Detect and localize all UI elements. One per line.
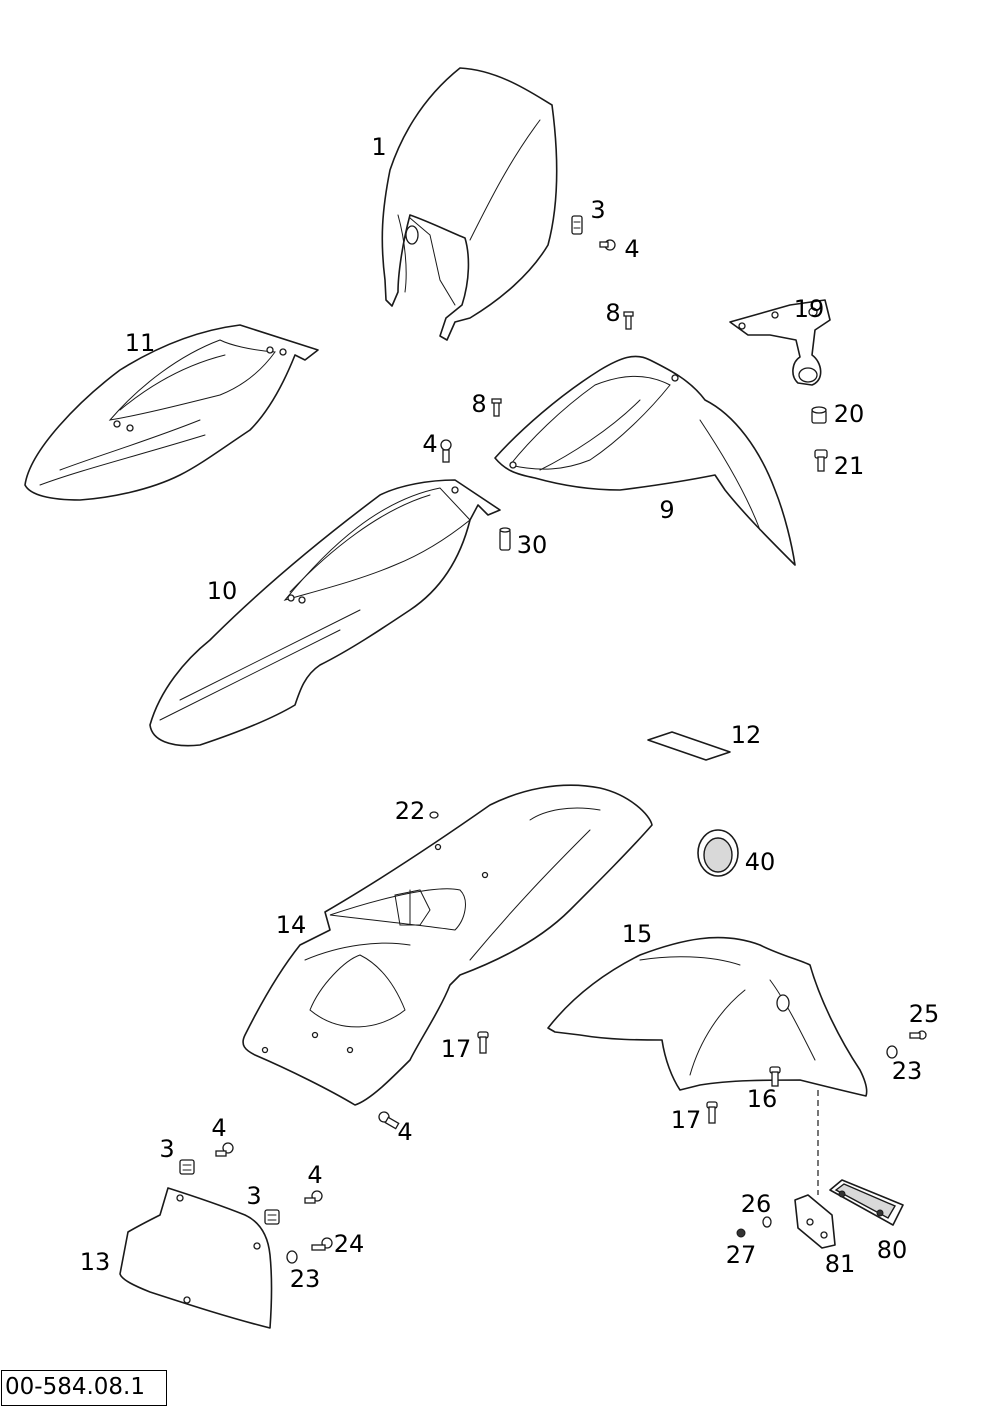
- part-10-side-cover: [149, 479, 501, 747]
- part-4-screw-mid: [440, 439, 452, 463]
- part-11-side-panel: [24, 324, 319, 501]
- part-4-screw-a: [215, 1142, 234, 1157]
- part-20-bushing: [811, 406, 827, 424]
- part-3-speed-nut-b: [264, 1209, 280, 1225]
- callout-3: 3: [159, 1135, 174, 1163]
- callout-20: 20: [834, 400, 865, 428]
- callout-10: 10: [207, 577, 238, 605]
- callout-16: 16: [747, 1085, 778, 1113]
- callout-25: 25: [909, 1000, 940, 1028]
- callout-4: 4: [624, 235, 639, 263]
- callout-81: 81: [825, 1250, 856, 1278]
- part-16-screw: [769, 1066, 781, 1087]
- part-22-clip: [429, 811, 439, 819]
- part-81-plate: [794, 1194, 836, 1249]
- part-40-cap: [697, 829, 739, 877]
- callout-21: 21: [834, 452, 865, 480]
- part-9-front-fender: [494, 355, 796, 566]
- callout-26: 26: [741, 1190, 772, 1218]
- part-4-screw-top: [599, 239, 616, 251]
- part-15-tail-section: [547, 936, 868, 1097]
- callout-12: 12: [731, 721, 762, 749]
- part-19-bracket: [729, 299, 831, 386]
- part-80-reflector: [829, 1179, 904, 1226]
- callout-40: 40: [745, 848, 776, 876]
- part-30-spacer: [499, 527, 511, 551]
- part-4-screw-b: [304, 1190, 323, 1204]
- callout-8: 8: [605, 299, 620, 327]
- callout-24: 24: [334, 1230, 365, 1258]
- part-17-screw-right: [706, 1101, 718, 1124]
- part-23-washer-lower: [286, 1250, 298, 1264]
- part-1-headlight-mask: [381, 67, 558, 341]
- callout-3: 3: [590, 196, 605, 224]
- part-27-nut: [736, 1228, 746, 1238]
- part-21-screw: [814, 449, 828, 472]
- drawing-number-label: 00-584.08.1: [1, 1370, 167, 1406]
- part-3-speed-nut-a: [179, 1159, 195, 1175]
- part-26-washer: [762, 1216, 772, 1228]
- callout-23: 23: [290, 1265, 321, 1293]
- callout-14: 14: [276, 911, 307, 939]
- part-13-plate: [119, 1187, 273, 1329]
- callout-4: 4: [211, 1114, 226, 1142]
- callout-27: 27: [726, 1241, 757, 1269]
- callouts: 1 3 4 4 8 8 19 11 20 21 9 30 10 12 22 40…: [80, 133, 940, 1293]
- callout-4: 4: [307, 1161, 322, 1189]
- callout-17: 17: [441, 1035, 472, 1063]
- callout-13: 13: [80, 1248, 111, 1276]
- callout-1: 1: [371, 133, 386, 161]
- part-4-screw-lower: [378, 1111, 400, 1130]
- part-25-screw: [909, 1030, 927, 1040]
- part-8-screw-b: [491, 398, 502, 417]
- part-23-washer-right: [886, 1045, 898, 1059]
- callout-3: 3: [246, 1182, 261, 1210]
- callout-15: 15: [622, 920, 653, 948]
- callout-4: 4: [422, 430, 437, 458]
- part-14-rear-fender: [242, 784, 653, 1106]
- callout-22: 22: [395, 797, 426, 825]
- callout-19: 19: [794, 295, 825, 323]
- callout-11: 11: [125, 329, 156, 357]
- callout-80: 80: [877, 1236, 908, 1264]
- part-12-pad: [647, 731, 731, 761]
- callout-8: 8: [471, 390, 486, 418]
- callout-23: 23: [892, 1057, 923, 1085]
- callout-9: 9: [659, 496, 674, 524]
- callout-30: 30: [517, 531, 548, 559]
- part-17-screw-left: [477, 1031, 489, 1054]
- callout-4: 4: [397, 1118, 412, 1146]
- part-8-screw-a: [623, 311, 634, 330]
- callout-17: 17: [671, 1106, 702, 1134]
- part-24-screw: [311, 1237, 333, 1251]
- part-3-speed-nut-top: [571, 215, 583, 235]
